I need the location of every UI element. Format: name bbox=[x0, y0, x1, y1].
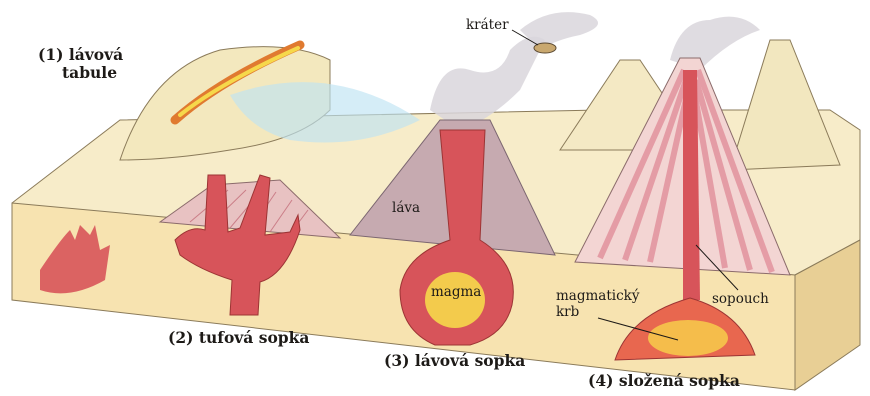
caption-lava-plateau-line1: (1) lávová bbox=[38, 46, 123, 64]
background-cone-right bbox=[730, 40, 840, 170]
label-magma-chamber-line2: krb bbox=[556, 305, 639, 321]
magma-chamber-core bbox=[648, 320, 728, 356]
caption-lava-plateau-line2: tabule bbox=[38, 64, 123, 82]
label-crater: kráter bbox=[466, 18, 509, 34]
label-magma-chamber-line1: magmatický bbox=[556, 289, 639, 305]
label-vent: sopouch bbox=[712, 292, 769, 308]
label-magma-chamber: magmatický krb bbox=[556, 289, 639, 320]
label-lava: láva bbox=[392, 201, 420, 217]
label-magma: magma bbox=[431, 285, 481, 301]
caption-lava-plateau: (1) lávová tabule bbox=[38, 46, 123, 82]
caption-tuff-volcano: (2) tufová sopka bbox=[168, 329, 309, 347]
caption-lava-volcano: (3) lávová sopka bbox=[384, 352, 525, 370]
caption-composite-volcano: (4) složená sopka bbox=[588, 372, 740, 390]
